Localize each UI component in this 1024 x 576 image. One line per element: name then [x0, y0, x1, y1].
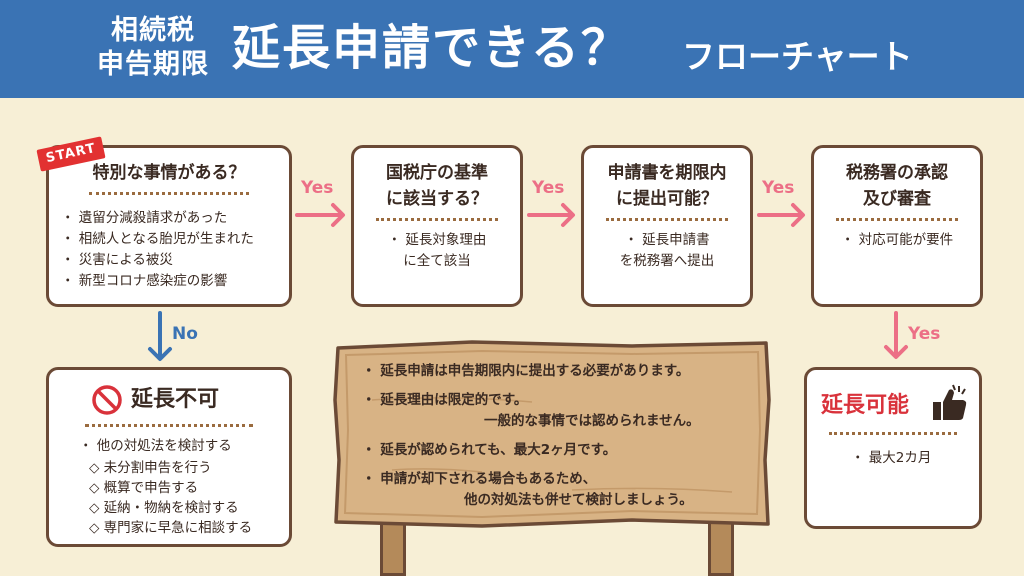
header-bar: 相続税 申告期限 延長申請できる？ フローチャート — [0, 0, 1024, 98]
box4-title-line2: 及び審査 — [863, 189, 931, 209]
box3-line2: を税務署へ提出 — [619, 253, 715, 269]
box1-item-2: ・ 相続人となる胎児が生まれた — [61, 231, 254, 247]
header-left-line1: 相続税 — [111, 15, 195, 46]
arrow-down-no — [148, 311, 172, 361]
box-extension-possible: 延長可能 ・ 最大2カ月 — [804, 367, 982, 529]
box-nta-criteria: 国税庁の基準 に該当する？ ・ 延長対象理由 に全て該当 — [351, 145, 523, 307]
yes-label-3: Yes — [762, 178, 795, 198]
box-special-circumstances: 特別な事情がある？ ・ 遺留分減殺請求があった ・ 相続人となる胎児が生まれた … — [46, 145, 292, 307]
box2-divider — [376, 218, 498, 221]
box2-line1: ・ 延長対象理由 — [387, 232, 487, 248]
no-box-item-3: ◇ 延納・物納を検討する — [89, 500, 239, 516]
box1-item-1: ・ 遺留分減殺請求があった — [61, 210, 228, 226]
sign-line-3: 一般的な事情では認められません。 — [484, 413, 700, 429]
thumbs-up-icon — [933, 384, 967, 420]
box2-line2: に全て該当 — [403, 253, 471, 269]
sign-post-right — [708, 515, 734, 576]
prohibited-icon — [92, 385, 122, 415]
box1-divider — [89, 192, 249, 195]
box1-item-4: ・ 新型コロナ感染症の影響 — [61, 273, 228, 289]
yes-label-1: Yes — [301, 178, 334, 198]
box1-item-3: ・ 災害による被災 — [61, 252, 173, 268]
no-box-divider — [85, 424, 253, 427]
sign-line-5: ・ 申請が却下される場合もあるため、 — [362, 471, 597, 487]
box3-divider — [606, 218, 728, 221]
wooden-sign-board — [333, 340, 771, 528]
no-box-item-1: ◇ 未分割申告を行う — [89, 460, 212, 476]
arrow-right-2 — [527, 203, 575, 227]
header-left-line2: 申告期限 — [97, 49, 209, 80]
header-subtitle: フローチャート — [682, 37, 913, 76]
box4-line1: ・ 対応可能が要件 — [840, 232, 954, 248]
yes-box-item: ・ 最大2カ月 — [851, 450, 932, 466]
box4-title-line1: 税務署の承認 — [846, 163, 948, 183]
no-box-item-2: ◇ 概算で申告する — [89, 480, 199, 496]
box-tax-office-approval: 税務署の承認 及び審査 ・ 対応可能が要件 — [811, 145, 983, 307]
sign-line-1: ・ 延長申請は申告期限内に提出する必要があります。 — [362, 363, 690, 379]
header-left-title: 相続税 申告期限 — [88, 14, 218, 82]
sign-line-4: ・ 延長が認められても、最大2ヶ月です。 — [362, 442, 617, 458]
sign-line-2: ・ 延長理由は限定的です。 — [362, 392, 528, 408]
box2-title-line2: に該当する？ — [386, 189, 488, 209]
arrow-right-3 — [757, 203, 805, 227]
box-submit-by-deadline: 申請書を期限内 に提出可能？ ・ 延長申請書 を税務署へ提出 — [581, 145, 753, 307]
sign-line-6: 他の対処法も併せて検討しましょう。 — [464, 492, 693, 508]
no-box-title: 延長不可 — [131, 387, 220, 412]
no-box-lead: ・ 他の対処法を検討する — [79, 438, 232, 454]
arrow-right-1 — [295, 203, 345, 227]
yes-label-4: Yes — [908, 324, 941, 344]
yes-box-title: 延長可能 — [821, 393, 910, 418]
no-box-item-4: ◇ 専門家に早急に相談する — [89, 520, 253, 536]
yes-box-divider — [829, 432, 957, 435]
box1-title: 特別な事情がある？ — [92, 163, 246, 183]
box2-title-line1: 国税庁の基準 — [386, 163, 488, 183]
no-label: No — [172, 324, 198, 344]
arrow-down-yes — [884, 311, 908, 359]
box3-title-line2: に提出可能？ — [616, 189, 718, 209]
box3-line1: ・ 延長申請書 — [624, 232, 710, 248]
box3-title-line1: 申請書を期限内 — [607, 163, 727, 183]
yes-label-2: Yes — [532, 178, 565, 198]
box4-divider — [836, 218, 958, 221]
header-main-title: 延長申請できる？ — [232, 20, 632, 76]
box-extension-not-possible: 延長不可 ・ 他の対処法を検討する ◇ 未分割申告を行う ◇ 概算で申告する ◇… — [46, 367, 292, 547]
